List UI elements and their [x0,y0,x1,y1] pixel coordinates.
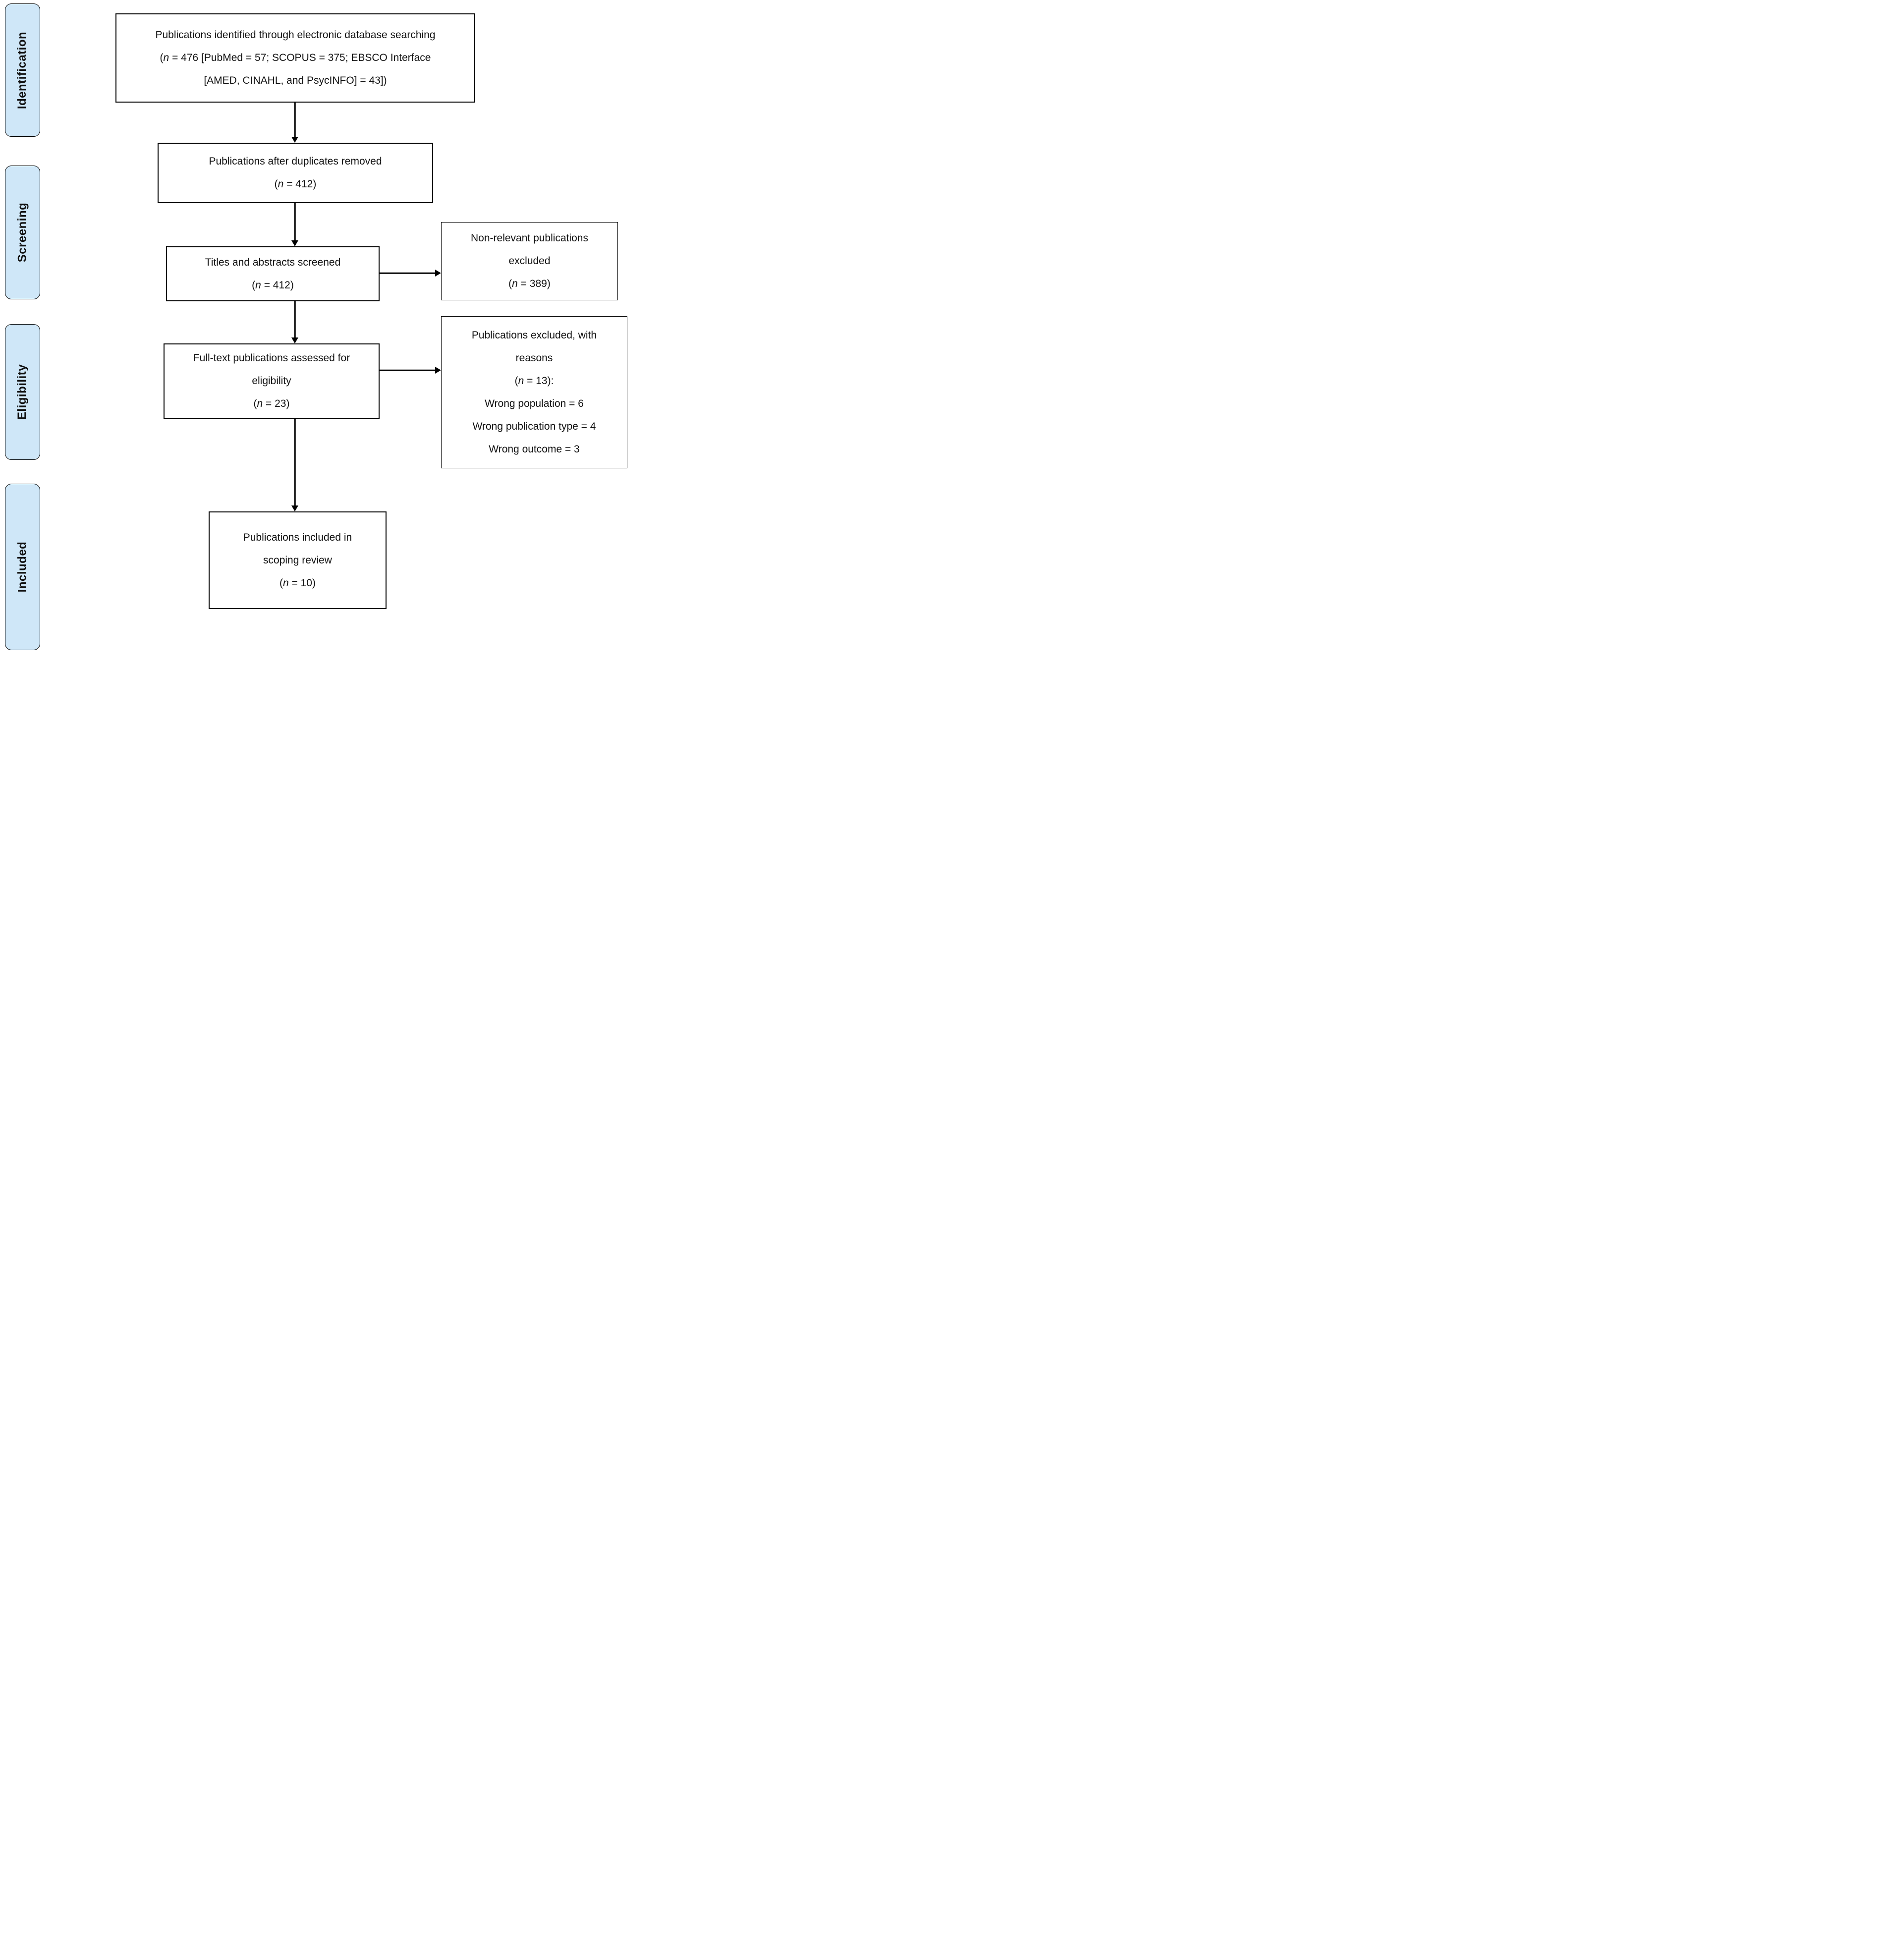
box-non-relevant-excluded: Non-relevant publications excluded (n = 38… [441,222,618,300]
box-text-line: Publications excluded, with [471,329,597,341]
prisma-flow-diagram: Identification Screening Eligibility Inc… [0,0,631,654]
box-text-line: Full-text publications assessed for [193,352,350,364]
arrowhead-right-icon [435,270,441,277]
arrow-duplicates-to-screened [291,203,298,246]
stage-label-identification: Identification [5,3,40,137]
stage-label-eligibility-text: Eligibility [15,364,29,420]
stage-label-included-text: Included [15,541,29,593]
arrowhead-down-icon [291,505,298,511]
arrow-line [380,272,436,274]
box-text-line: excluded [508,255,551,267]
box-duplicates-removed: Publications after duplicates removed (n … [158,143,433,203]
box-text-line: Wrong outcome = 3 [489,443,580,455]
box-text-line: (n = 389) [508,278,551,289]
box-text-line: (n = 13): [514,375,554,387]
box-text-line: Publications after duplicates removed [209,156,382,167]
arrowhead-right-icon [435,367,441,374]
arrow-fulltext-to-excluded-reasons [380,367,441,374]
box-publications-included: Publications included in scoping review (n… [209,511,387,609]
box-text-line: (n = 23) [253,398,290,409]
arrow-screened-to-excluded [380,270,441,277]
box-text-line: Titles and abstracts screened [205,256,341,268]
arrowhead-down-icon [291,337,298,343]
arrow-line [294,103,296,137]
box-text-line: eligibility [252,375,291,387]
stage-label-identification-text: Identification [15,31,29,109]
stage-label-eligibility: Eligibility [5,324,40,460]
stage-label-screening-text: Screening [15,202,29,263]
box-text-line: Wrong publication type = 4 [472,420,596,432]
box-text-line: Non-relevant publications [471,232,588,244]
box-text-line: (n = 10) [279,577,316,589]
box-text-line: (n = 412) [274,178,317,190]
arrowhead-down-icon [291,137,298,143]
box-text-line: (n = 412) [252,279,294,291]
arrow-fulltext-to-included [291,419,298,511]
arrow-screened-to-fulltext [291,301,298,343]
box-titles-abstracts-screened: Titles and abstracts screened (n = 412) [166,246,380,301]
box-text-line: Wrong population = 6 [485,397,584,409]
stage-label-included: Included [5,484,40,650]
box-excluded-with-reasons: Publications excluded, with reasons (n = 1… [441,316,627,468]
arrow-line [380,369,436,371]
box-text-line: (n = 476 [PubMed = 57; SCOPUS = 375; EBS… [160,52,431,63]
arrow-line [294,301,296,338]
box-publications-identified: Publications identified through electron… [115,13,475,103]
arrow-line [294,203,296,241]
box-text-line: Publications included in [243,531,352,543]
arrowhead-down-icon [291,240,298,246]
box-text-line: [AMED, CINAHL, and PsycINFO] = 43]) [204,75,387,86]
stage-label-screening: Screening [5,166,40,299]
arrow-identified-to-duplicates [291,103,298,143]
box-full-text-assessed: Full-text publications assessed for eligi… [164,343,380,419]
box-text-line: reasons [515,352,553,364]
box-text-line: scoping review [263,554,332,566]
box-text-line: Publications identified through electron… [155,29,436,41]
arrow-line [294,419,296,506]
